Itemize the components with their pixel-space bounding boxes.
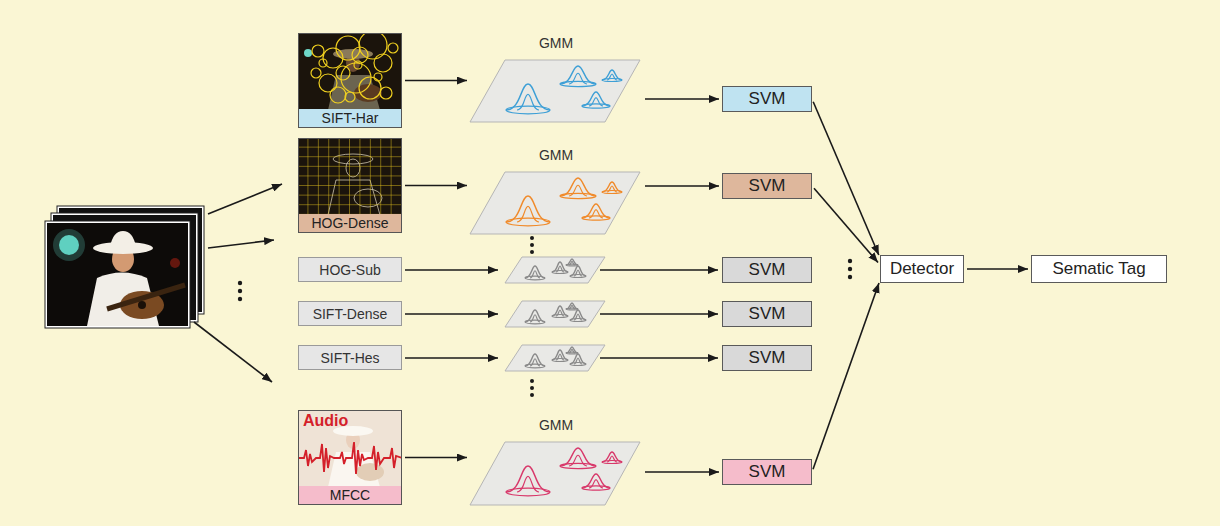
model-label: GMM — [539, 417, 573, 433]
feature-name-band: MFCC — [299, 486, 401, 504]
svm-box: SVM — [722, 459, 812, 485]
feature-name: SIFT-Dense — [313, 306, 388, 322]
gmm-plane-small — [505, 301, 605, 327]
gmm-plane — [470, 172, 640, 234]
sift-keypoint-image — [298, 31, 402, 110]
svm-box: SVM — [722, 86, 812, 112]
detector-box: Detector — [880, 255, 964, 283]
box-label: SVM — [749, 176, 786, 196]
gmm-model: GMM — [470, 147, 642, 235]
box-label: SVM — [749, 260, 786, 280]
flow-arrow — [645, 471, 719, 473]
flow-arrow — [405, 185, 467, 187]
video-frames — [45, 206, 204, 328]
feature-box: SIFT-Dense — [298, 301, 402, 326]
gmm-model: GMM — [470, 417, 642, 507]
flow-arrow — [814, 188, 878, 262]
model-label: GMM — [539, 147, 573, 163]
gmm-plane-small — [505, 257, 605, 283]
box-label: SVM — [749, 348, 786, 368]
feature-name: HOG-Sub — [319, 262, 380, 278]
feature-box: SIFT-Hes — [298, 345, 402, 370]
output-box: Sematic Tag — [1031, 255, 1167, 283]
box-label: SVM — [749, 462, 786, 482]
flow-arrow — [405, 457, 467, 459]
gmm-model: GMM — [470, 35, 642, 123]
media-label: Audio — [299, 411, 352, 431]
svm-box: SVM — [722, 345, 812, 371]
box-label: Sematic Tag — [1052, 259, 1145, 279]
feature-image-box: SIFT-Har — [298, 33, 402, 128]
feature-name-band: SIFT-Har — [299, 109, 401, 127]
feature-image-box: AudioMFCC — [298, 410, 402, 505]
box-label: Detector — [890, 259, 954, 279]
flow-arrow — [645, 98, 719, 100]
gmm-plane-small — [505, 345, 605, 371]
flow-arrow — [645, 185, 719, 187]
box-label: SVM — [749, 304, 786, 324]
feature-name: SIFT-Hes — [320, 350, 379, 366]
feature-box: HOG-Sub — [298, 257, 402, 282]
box-label: SVM — [749, 89, 786, 109]
flow-arrow — [405, 80, 467, 82]
svm-box: SVM — [722, 173, 812, 199]
ellipsis-dots — [238, 236, 852, 397]
audio-image — [298, 410, 402, 487]
flow-arrow — [967, 268, 1028, 270]
feature-name-band: HOG-Dense — [299, 214, 401, 232]
gmm-plane — [470, 442, 640, 505]
model-label: GMM — [539, 35, 573, 51]
hog-grid-image — [298, 138, 402, 215]
svm-box: SVM — [722, 257, 812, 283]
flow-arrow — [813, 102, 879, 255]
svm-box: SVM — [722, 301, 812, 327]
feature-image-box: HOG-Dense — [298, 138, 402, 233]
flow-arrow — [813, 283, 879, 469]
gmm-plane — [470, 60, 640, 122]
flow-arrow — [194, 184, 718, 382]
